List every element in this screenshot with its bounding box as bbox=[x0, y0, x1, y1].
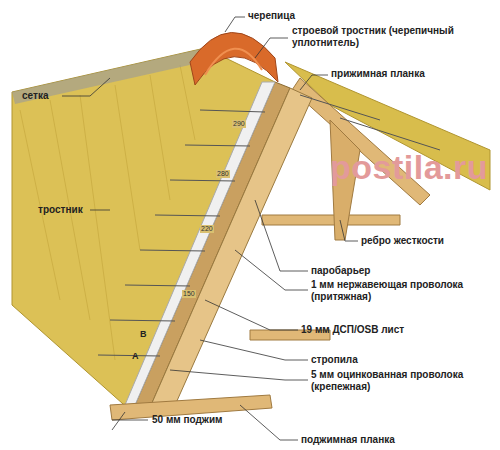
collar-tie bbox=[262, 215, 400, 225]
part-label: сетка bbox=[22, 90, 67, 102]
part-label: ребро жесткости bbox=[361, 235, 491, 247]
dimension-number: 220 bbox=[200, 225, 214, 233]
mesh bbox=[12, 48, 212, 104]
osb-sheet bbox=[132, 82, 290, 412]
dimension-line bbox=[112, 420, 148, 421]
part-label: стропила bbox=[311, 354, 431, 366]
part-label: строевой тростник (черепичный уплотнител… bbox=[292, 25, 492, 48]
dimension-number: 150 bbox=[182, 290, 196, 298]
truss-rafter bbox=[292, 78, 430, 205]
point-letter: A bbox=[132, 352, 139, 361]
wires bbox=[98, 95, 440, 356]
dimension-label: 50 мм поджим bbox=[152, 414, 252, 426]
part-label: черепица bbox=[248, 10, 328, 22]
rafter bbox=[148, 88, 312, 412]
dimension-line bbox=[112, 412, 125, 430]
part-label: паробарьер bbox=[311, 265, 431, 277]
dimension-number: 290 bbox=[232, 120, 246, 128]
part-label: прижимная планка bbox=[331, 68, 491, 80]
part-label: 5 мм оцинкованная проволока (крепежная) bbox=[311, 369, 491, 392]
right-thatch bbox=[285, 62, 490, 190]
dimension-number: 280 bbox=[216, 170, 230, 178]
point-letter: B bbox=[140, 330, 147, 339]
tile-highlight bbox=[205, 49, 262, 75]
part-label: поджимная планка bbox=[301, 434, 461, 446]
vapor-barrier bbox=[122, 82, 275, 412]
part-label: 1 мм нержавеющая проволока (притяжная) bbox=[311, 279, 491, 302]
part-label: 19 мм ДСП/OSB лист bbox=[301, 324, 481, 336]
watermark: postila.ru bbox=[330, 150, 488, 184]
ridge-tile bbox=[190, 32, 278, 85]
part-label: тростник bbox=[38, 204, 98, 216]
